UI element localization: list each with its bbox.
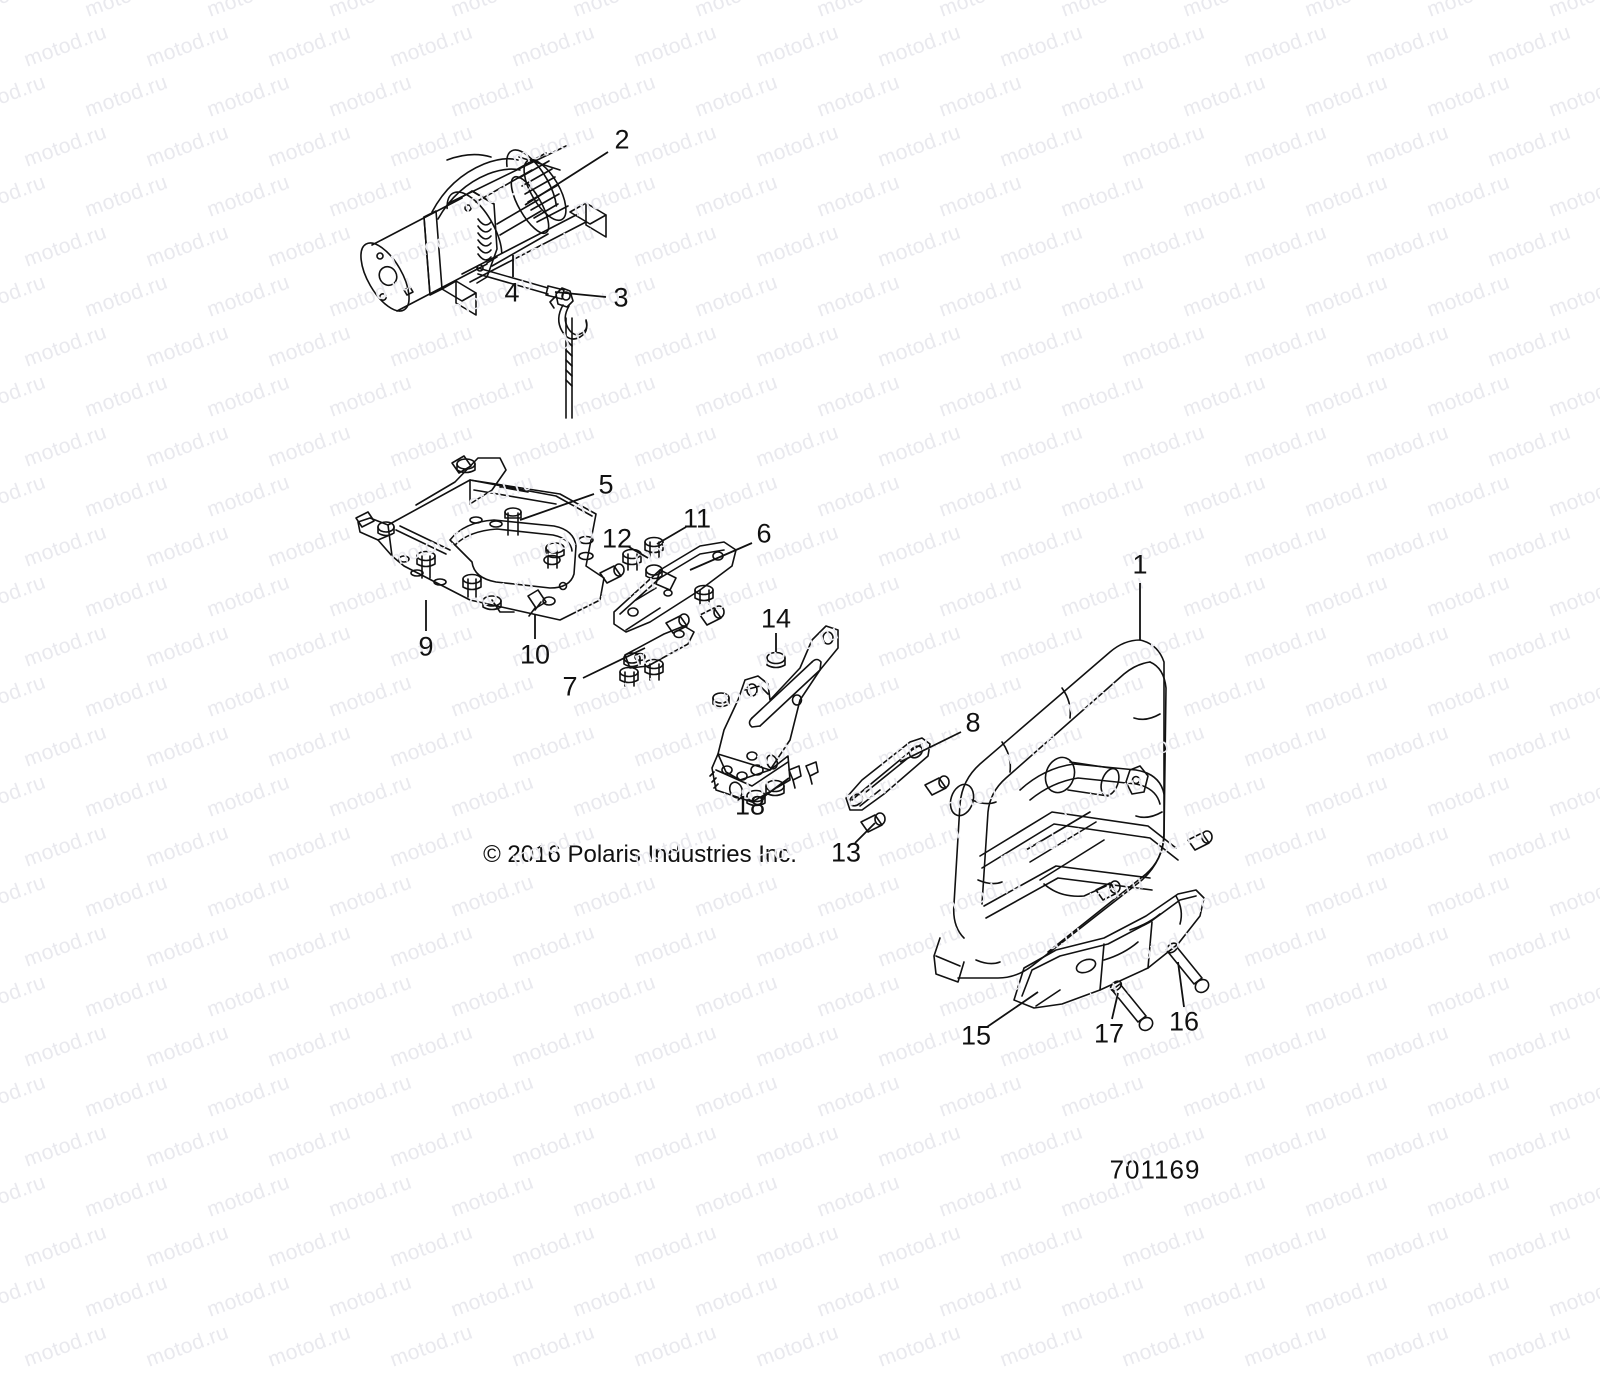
callout-number-3[interactable]: 3 [613, 282, 629, 313]
callout-number-1[interactable]: 1 [1132, 549, 1148, 580]
watermark-text: motod.ru [997, 1220, 1086, 1272]
leader-line-13 [854, 822, 876, 844]
watermark-text: motod.ru [1424, 1270, 1513, 1322]
watermark-text: motod.ru [1119, 1320, 1208, 1372]
callout-number-9[interactable]: 9 [418, 631, 434, 662]
watermark-text: motod.ru [143, 1320, 232, 1372]
watermark-text: motod.ru [1241, 1220, 1330, 1272]
callout-number-5[interactable]: 5 [598, 469, 614, 500]
callout-number-13[interactable]: 13 [830, 837, 862, 868]
watermark-text: motod.ru [631, 1320, 720, 1372]
watermark-text: motod.ru [692, 1270, 781, 1322]
mounting-bracket-bar-art [613, 541, 737, 669]
callout-number-17[interactable]: 17 [1093, 1018, 1125, 1049]
watermark-text: motod.ru [1302, 1270, 1391, 1322]
leader-line-15 [986, 991, 1039, 1028]
leader-line-5 [519, 493, 595, 521]
watermark-text: motod.ru [21, 1220, 110, 1272]
watermark-text: motod.ru [875, 1320, 964, 1372]
watermark-text: motod.ru [82, 1270, 171, 1322]
watermark-text: motod.ru [814, 1270, 903, 1322]
watermark-text: motod.ru [753, 1320, 842, 1372]
watermark-text: motod.ru [265, 1320, 354, 1372]
watermark-text: motod.ru [1546, 1270, 1600, 1322]
winch-mount-plate-art [357, 457, 605, 621]
brush-guard-art [933, 639, 1213, 983]
mount-bracket-art [709, 625, 839, 803]
callout-number-7[interactable]: 7 [562, 671, 578, 702]
watermark-text: motod.ru [1363, 1220, 1452, 1272]
winch-hook-art [549, 287, 588, 419]
leader-line-12 [628, 546, 649, 559]
watermark-text: motod.ru [1241, 1320, 1330, 1372]
leader-line-8 [899, 731, 962, 763]
bracket-hardware-art [599, 536, 714, 687]
callout-number-2[interactable]: 2 [614, 124, 630, 155]
callout-number-14[interactable]: 14 [760, 603, 792, 634]
watermark-text: motod.ru [936, 1270, 1025, 1322]
leader-lines [425, 151, 1185, 1028]
lower-skid-guard-art [1013, 880, 1210, 1032]
watermark-text: motod.ru [448, 1270, 537, 1322]
watermark-text: motod.ru [631, 1220, 720, 1272]
leader-line-3 [554, 291, 607, 298]
watermark-text: motod.ru [875, 1220, 964, 1272]
callout-number-8[interactable]: 8 [965, 707, 981, 738]
watermark-text: motod.ru [1119, 1220, 1208, 1272]
plate-hardware-art [355, 455, 547, 617]
watermark-text: motod.ru [143, 1220, 232, 1272]
watermark-text: motod.ru [509, 1320, 598, 1372]
callout-number-11[interactable]: 11 [682, 503, 712, 534]
callout-number-15[interactable]: 15 [960, 1020, 992, 1051]
watermark-text: motod.ru [1485, 1220, 1574, 1272]
leader-line-16 [1177, 961, 1185, 1008]
callout-number-16[interactable]: 16 [1168, 1006, 1200, 1037]
callout-number-6[interactable]: 6 [756, 518, 772, 549]
watermark-text: motod.ru [1058, 1270, 1147, 1322]
watermark-text: motod.ru [1180, 1270, 1269, 1322]
watermark-text: motod.ru [1363, 1320, 1452, 1372]
watermark-text: motod.ru [326, 1270, 415, 1322]
copyright-notice: © 2016 Polaris Industries Inc. [483, 841, 797, 868]
technical-drawing [355, 145, 1213, 1032]
leader-line-2 [524, 151, 609, 206]
watermark-text: motod.ru [997, 1320, 1086, 1372]
watermark-text: motod.ru [509, 1220, 598, 1272]
leader-line-6 [689, 542, 753, 571]
bumper-trim-insert-art [845, 737, 950, 833]
diagram-part-number: 701169 [1109, 1154, 1201, 1185]
watermark-text: motod.ru [1485, 1320, 1574, 1372]
watermark-text: motod.ru [204, 1270, 293, 1322]
callout-number-10[interactable]: 10 [519, 639, 551, 670]
watermark-text: motod.ru [265, 1220, 354, 1272]
leader-line-18 [761, 777, 790, 799]
watermark-text: motod.ru [387, 1320, 476, 1372]
watermark-text: motod.ru [21, 1320, 110, 1372]
leader-line-11 [656, 526, 687, 545]
winch-cable-art [477, 267, 565, 300]
callout-number-12[interactable]: 12 [601, 523, 633, 554]
leader-line-7 [582, 647, 646, 679]
watermark-text: motod.ru [570, 1270, 659, 1322]
leader-line-17 [1111, 992, 1119, 1020]
callout-number-4[interactable]: 4 [504, 277, 520, 308]
watermark-text: motod.ru [387, 1220, 476, 1272]
line-art-svg [355, 145, 1213, 1032]
bracket14-hardware-art [699, 605, 819, 807]
callout-number-18[interactable]: 18 [734, 790, 766, 821]
watermark-text: motod.ru [753, 1220, 842, 1272]
winch-assembly-art [360, 145, 607, 316]
watermark-text: motod.ru [0, 1270, 49, 1322]
